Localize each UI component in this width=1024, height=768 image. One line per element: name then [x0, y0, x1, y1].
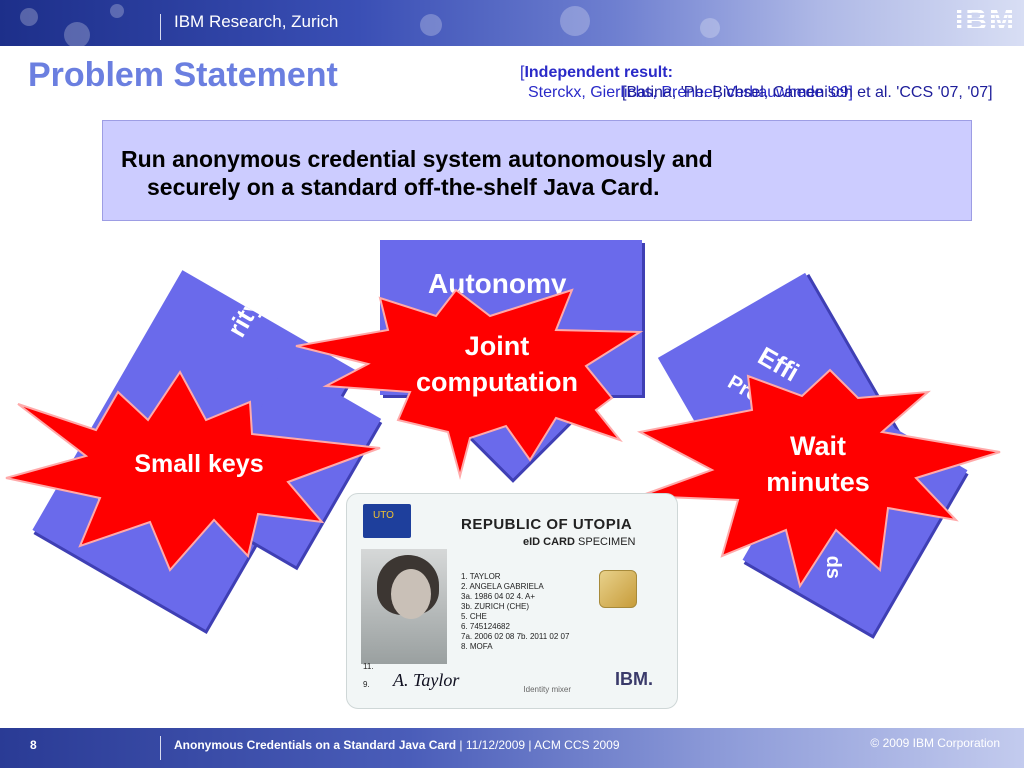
header-decoration	[110, 4, 124, 18]
footer-bar: 8 Anonymous Credentials on a Standard Ja…	[0, 728, 1024, 768]
header-decoration	[560, 6, 590, 36]
card-type: eID CARD SPECIMEN	[523, 536, 635, 548]
card-type-bold: eID CARD	[523, 536, 575, 548]
card-field: 5. CHE	[461, 612, 487, 621]
footer-text: Anonymous Credentials on a Standard Java…	[174, 738, 620, 752]
joint-computation-label: Joint computation	[382, 328, 612, 400]
independent-result: [Independent result: Sterckx, Gierlichs,…	[520, 62, 993, 101]
card-photo	[361, 549, 447, 664]
statement-text: Run anonymous credential system autonomo…	[121, 145, 961, 201]
talk-title: Anonymous Credentials on a Standard Java…	[174, 738, 457, 752]
id-card-image: UTO REPUBLIC OF UTOPIA eID CARD SPECIMEN…	[346, 493, 678, 709]
header-bar: IBM Research, Zurich IBM	[0, 0, 1024, 46]
efficiency-sub: Pro	[723, 371, 764, 407]
independent-result-label: Independent result:	[524, 64, 673, 81]
bracket: [	[520, 64, 525, 81]
wait-line2: minutes	[766, 467, 870, 497]
header-decoration	[20, 8, 38, 26]
security-bottom1: C	[92, 484, 119, 514]
statement-line2: securely on a standard off-the-shelf Jav…	[147, 174, 660, 200]
chip-icon	[599, 570, 637, 608]
header-decoration	[700, 18, 720, 38]
independent-result-overlay: [Batina, 'Ph. Bichsel, Camenisch et al. …	[622, 84, 993, 101]
header-decoration	[420, 14, 442, 36]
statement-box: Run anonymous credential system autonomo…	[102, 120, 972, 221]
card-field: 2. ANGELA GABRIELA	[461, 582, 544, 591]
card-field: 6. 745124682	[461, 622, 510, 631]
card-field: 8. MOFA	[461, 642, 493, 651]
date-venue: | 11/12/2009 | ACM CCS 2009	[459, 738, 620, 752]
security-bottom2: Rea	[123, 490, 171, 533]
card-type-rest: SPECIMEN	[578, 536, 636, 548]
card-field-9: 9.	[363, 680, 370, 689]
footer-separator	[160, 736, 161, 760]
efficiency-title: Effi	[752, 340, 805, 388]
independent-result-citation: Sterckx, Gierlichs, Preneel, Verbauwhede…	[528, 84, 853, 101]
security-title: rity	[221, 292, 268, 343]
photo-face	[391, 569, 431, 619]
efficiency-bottom: ds	[822, 555, 845, 579]
card-field: 1. TAYLOR	[461, 572, 501, 581]
small-keys-label: Small keys	[134, 450, 264, 478]
eu-flag-text: UTO	[373, 510, 394, 521]
page-title: Problem Statement	[28, 56, 338, 94]
autonomy-title: Autonomy	[428, 268, 567, 299]
page-number: 8	[30, 738, 37, 752]
ibm-logo: IBM	[955, 4, 1016, 37]
statement-line1: Run anonymous credential system autonomo…	[121, 146, 713, 172]
header-separator	[160, 14, 161, 40]
joint-line2: computation	[416, 367, 578, 397]
card-field: 3a. 1986 04 02 4. A+	[461, 592, 536, 601]
card-ibm-logo: IBM.	[615, 669, 653, 689]
wait-minutes-label: Wait minutes	[738, 428, 898, 500]
card-field: 7a. 2006 02 08 7b. 2011 02 07	[461, 632, 570, 641]
card-field: 3b. ZURICH (CHE)	[461, 602, 530, 611]
eu-flag-icon	[363, 504, 411, 538]
copyright: © 2009 IBM Corporation	[870, 736, 1000, 750]
card-field-11: 11.	[363, 662, 374, 671]
card-signature: A. Taylor	[393, 670, 460, 690]
joint-line1: Joint	[464, 331, 530, 361]
header-decoration	[64, 22, 90, 46]
wait-line1: Wait	[790, 431, 846, 461]
card-country: REPUBLIC OF UTOPIA	[461, 516, 633, 533]
header-org: IBM Research, Zurich	[174, 12, 339, 31]
card-fields: 1. TAYLOR 2. ANGELA GABRIELA 3a. 1986 04…	[461, 572, 569, 652]
card-identity-mixer: Identity mixer	[523, 685, 571, 694]
